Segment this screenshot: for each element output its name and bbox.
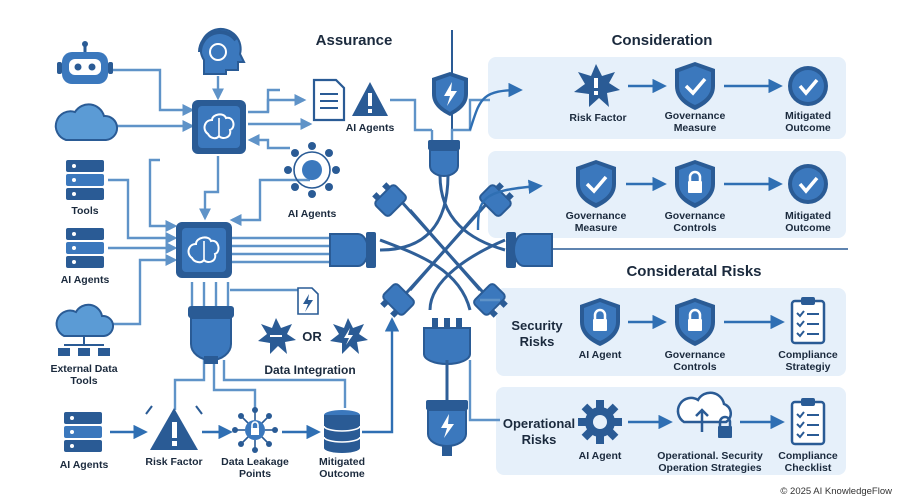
risk-factor-warning-icon	[145, 405, 203, 450]
file-bolt-icon	[297, 287, 319, 315]
external-data-network-icon	[55, 303, 114, 356]
p2-label-mitigated-2: Outcome	[785, 222, 831, 234]
neural-network-icon	[284, 142, 340, 198]
p4-label-operational-1: Operational. Security	[657, 450, 763, 462]
header-consideration: Consideration	[612, 32, 713, 49]
plug-icon-bottom	[423, 318, 471, 365]
label-bottom-mitigated-2: Outcome	[319, 468, 365, 480]
data-leakage-network-icon	[232, 407, 278, 453]
arrow-to-panel-2	[476, 179, 543, 231]
p3-shield-lock-icon-2	[675, 298, 715, 346]
bottom-server-icon	[64, 412, 102, 452]
p2-shield-check-icon	[576, 160, 616, 208]
p4-label-operational-2: Operation Strategies	[658, 462, 761, 474]
brain-chip-icon-top	[192, 100, 246, 154]
label-bottom-ai-agents: AI Agents	[60, 459, 109, 471]
warning-icon-top	[352, 82, 388, 116]
arrow-to-panel-1	[468, 82, 523, 131]
p3-label-governance-1: Governance	[665, 349, 726, 361]
plug-icon-left	[188, 306, 234, 364]
arrow-bottom-up	[362, 317, 400, 434]
label-ai-agents-left: AI Agents	[61, 274, 110, 286]
panel-1-background	[488, 57, 846, 139]
p2-label-governance-measure-1: Governance	[566, 210, 627, 222]
database-icon	[323, 410, 361, 453]
p3-label-compliance-1: Compliance	[778, 349, 838, 361]
label-bottom-risk-factor: Risk Factor	[145, 456, 202, 468]
p4-gear-icon	[578, 400, 622, 444]
header-considerated-risks: Consideratal Risks	[626, 263, 761, 280]
plug-icon-diag-tr	[479, 182, 514, 217]
p3-label-ai-agent: AI Agent	[579, 349, 622, 361]
label-external-data-2: Tools	[70, 375, 97, 387]
footer-copyright: © 2025 AI KnowledgeFlow	[780, 486, 892, 497]
p3-title-2: Risks	[520, 334, 555, 349]
center-cable-cluster	[379, 98, 506, 311]
p2-label-governance-measure-2: Measure	[575, 222, 618, 234]
p2-label-governance-controls-2: Controls	[673, 222, 716, 234]
document-icon	[312, 78, 346, 122]
brain-chip-icon-middle	[176, 222, 232, 278]
p1-label-mitigated-1: Mitigated	[785, 110, 831, 122]
shield-bolt-icon-top	[432, 72, 468, 116]
p3-label-compliance-2: Strategiy	[786, 361, 831, 373]
plug-icon-center-left	[329, 232, 376, 268]
ai-agents-server-icon	[66, 228, 104, 268]
p4-label-ai-agent: AI Agent	[579, 450, 622, 462]
burst-icon-left	[258, 318, 296, 354]
p1-check-circle-icon	[788, 66, 828, 106]
p3-shield-lock-icon	[580, 298, 620, 346]
label-data-integration: Data Integration	[264, 363, 355, 377]
ai-head-icon	[198, 27, 246, 75]
label-data-leakage-1: Data Leakage	[221, 456, 289, 468]
plug-icon-diag-tl	[372, 182, 407, 217]
p4-title-1: Operational	[503, 416, 575, 431]
p3-label-governance-2: Controls	[673, 361, 716, 373]
p1-label-mitigated-2: Outcome	[785, 122, 831, 134]
left-wires	[108, 68, 432, 410]
p4-label-compliance-1: Compliance	[778, 450, 838, 462]
p2-label-mitigated-1: Mitigated	[785, 210, 831, 222]
label-or: OR	[302, 329, 322, 344]
p4-title-2: Risks	[522, 432, 557, 447]
p1-label-risk-factor: Risk Factor	[569, 112, 626, 124]
p3-clipboard-icon	[790, 297, 826, 345]
p2-check-circle-icon	[788, 164, 828, 204]
p3-title-1: Security	[511, 318, 563, 333]
wire-to-panel-4	[468, 360, 500, 422]
burst-icon-right	[330, 318, 368, 354]
label-external-data-1: External Data	[50, 363, 117, 375]
label-tools: Tools	[71, 205, 98, 217]
plug-bolt-icon-bottom	[426, 400, 468, 456]
p4-cloud-lock-icon	[676, 391, 733, 438]
p1-label-governance-1: Governance	[665, 110, 726, 122]
label-data-leakage-2: Points	[239, 468, 271, 480]
header-assurance: Assurance	[316, 32, 393, 49]
p1-label-governance-2: Measure	[674, 122, 717, 134]
label-ai-agents-top: AI Agents	[346, 122, 395, 134]
p4-clipboard-icon	[790, 398, 826, 446]
tools-server-icon	[66, 160, 104, 200]
label-ai-agents-hub: AI Agents	[288, 208, 337, 220]
plug-icon-top	[428, 140, 460, 177]
p4-label-compliance-2: Checklist	[785, 462, 832, 474]
label-bottom-mitigated-1: Mitigated	[319, 456, 365, 468]
p2-label-governance-controls-1: Governance	[665, 210, 726, 222]
p1-shield-check-icon	[675, 62, 715, 110]
plug-icon-center-right	[506, 232, 553, 268]
p2-shield-lock-icon	[675, 160, 715, 208]
robot-icon	[57, 41, 113, 84]
p1-risk-burst-icon	[574, 64, 620, 107]
cloud-icon	[54, 103, 118, 141]
